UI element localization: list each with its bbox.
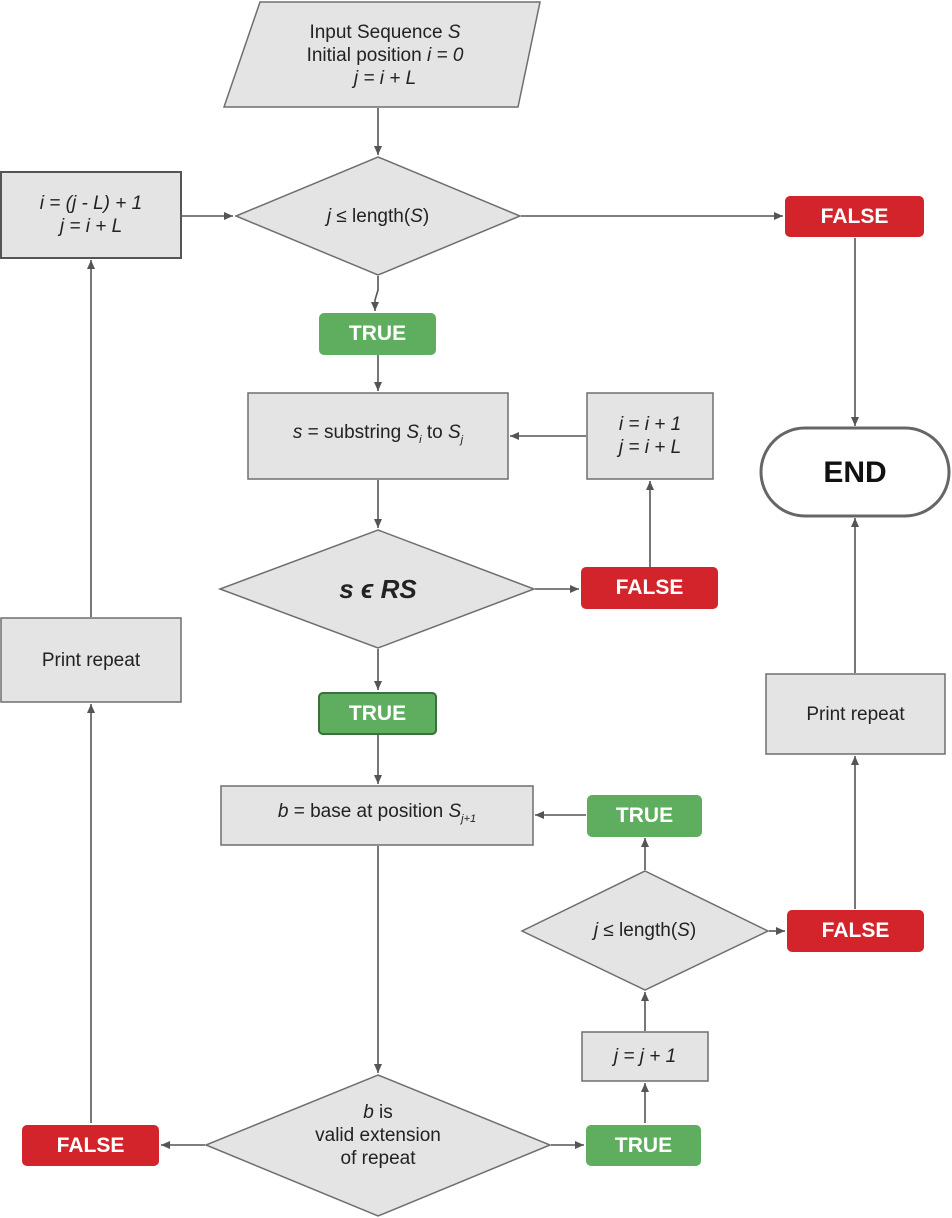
decision-top-text-a: length( bbox=[352, 205, 411, 227]
increment-box bbox=[586, 392, 714, 480]
decision-top-op: ≤ bbox=[331, 205, 353, 227]
reset-line1: i = (j - L) + 1 bbox=[39, 193, 143, 214]
base-var: b bbox=[277, 801, 289, 822]
decision-rs-label: s ϵ RS bbox=[260, 570, 496, 608]
reset-line2: j = i + L bbox=[59, 216, 123, 237]
j-increment-label: j = j + 1 bbox=[582, 1032, 708, 1081]
valid-line1-rest: is bbox=[373, 1102, 393, 1123]
false-badge-length-2: FALSE bbox=[787, 910, 924, 952]
base-text: = base at position bbox=[288, 801, 449, 822]
input-parallelogram bbox=[222, 1, 541, 108]
valid-line3: of repeat bbox=[340, 1148, 416, 1169]
true-badge-1: TRUE bbox=[319, 313, 436, 355]
decision-length-top bbox=[234, 156, 522, 276]
decision-length-2 bbox=[520, 870, 770, 991]
increment-line1: i = i + 1 bbox=[618, 414, 682, 435]
decision-length-2-label: j ≤ length(S) bbox=[545, 914, 745, 946]
input-line3: j = i + L bbox=[353, 67, 417, 89]
j-increment-box bbox=[581, 1031, 709, 1082]
decision-top-var: j bbox=[326, 205, 332, 227]
substring-s2-sub: j bbox=[460, 433, 464, 446]
base-s-sub: j+1 bbox=[461, 813, 477, 825]
decision-len2-text-b: ) bbox=[689, 919, 697, 941]
substring-text2: to bbox=[421, 421, 448, 443]
end-terminal bbox=[759, 426, 951, 518]
reset-box-label: i = (j - L) + 1 j = i + L bbox=[1, 172, 181, 258]
input-line1-var: S bbox=[447, 21, 461, 43]
decision-valid-extension bbox=[204, 1074, 552, 1217]
decision-top-text-b: ) bbox=[422, 205, 430, 227]
reset-box bbox=[0, 171, 182, 259]
decision-top-text-var: S bbox=[410, 205, 423, 227]
decision-len2-text-a: length( bbox=[619, 919, 678, 941]
increment-box-label: i = i + 1 j = i + L bbox=[587, 393, 713, 479]
print-repeat-left-label: Print repeat bbox=[1, 618, 181, 702]
base-s: S bbox=[448, 801, 462, 822]
decision-valid-label: b is valid extension of repeat bbox=[258, 1098, 498, 1173]
input-line2-var: i = 0 bbox=[426, 44, 464, 66]
increment-line2: j = i + L bbox=[618, 437, 682, 458]
valid-line1-var: b bbox=[363, 1102, 374, 1123]
true-badge-2: TRUE bbox=[318, 692, 437, 735]
substring-text1: = substring bbox=[302, 421, 407, 443]
input-label: Input Sequence S Initial position i = 0 … bbox=[240, 10, 530, 100]
decision-rs-text: s ϵ RS bbox=[339, 573, 417, 604]
decision-len2-op: ≤ bbox=[598, 919, 620, 941]
substring-label: s = substring Si to Sj bbox=[248, 393, 508, 479]
print-repeat-right-box bbox=[765, 673, 946, 755]
true-badge-valid: TRUE bbox=[586, 1125, 701, 1166]
input-line2-text: Initial position bbox=[306, 44, 427, 66]
valid-line2: valid extension bbox=[315, 1125, 441, 1146]
substring-var: s bbox=[292, 421, 303, 443]
false-badge-rs: FALSE bbox=[581, 567, 718, 609]
j-increment-text: j = j + 1 bbox=[613, 1046, 677, 1067]
substring-s2: S bbox=[447, 421, 461, 443]
arrow-decision-to-true bbox=[371, 276, 379, 311]
decision-len2-var: j bbox=[593, 919, 599, 941]
end-text: END bbox=[823, 455, 887, 489]
print-repeat-left-box bbox=[0, 617, 182, 703]
print-left-text: Print repeat bbox=[41, 649, 141, 671]
false-badge-valid: FALSE bbox=[22, 1125, 159, 1166]
print-right-text: Print repeat bbox=[806, 703, 905, 725]
decision-len2-text-var: S bbox=[677, 919, 690, 941]
base-box bbox=[220, 785, 534, 846]
end-label: END bbox=[761, 428, 949, 516]
substring-s1-sub: i bbox=[419, 433, 422, 446]
substring-s1: S bbox=[406, 421, 420, 443]
substring-box bbox=[247, 392, 509, 480]
base-label: b = base at position Sj+1 bbox=[221, 786, 533, 845]
false-badge-top: FALSE bbox=[785, 196, 924, 237]
print-repeat-right-label: Print repeat bbox=[766, 674, 945, 754]
decision-top-label: j ≤ length(S) bbox=[260, 200, 496, 232]
input-line1-text: Input Sequence bbox=[309, 21, 448, 43]
true-badge-length-2: TRUE bbox=[587, 795, 702, 837]
decision-rs bbox=[217, 529, 537, 649]
